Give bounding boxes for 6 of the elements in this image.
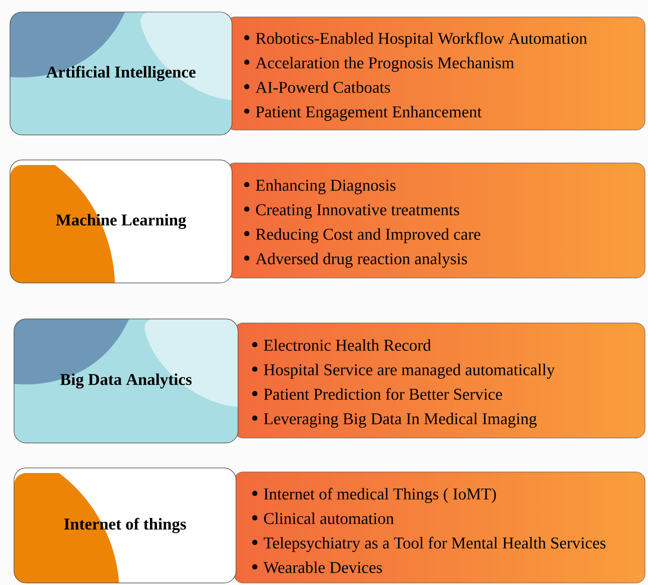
category-box: Artificial Intelligence	[10, 12, 232, 136]
list-box: Enhancing Diagnosis Creating Innovative treatments Reducing Cost and Improved care Adversed drug reaction analysis	[226, 162, 646, 278]
list-box: Electronic Health Record Hospital Service are managed automatically Patient Prediction for Better Service Leveraging Big Data In Medical Imaging	[234, 322, 646, 438]
list-box: Robotics-Enabled Hospital Workflow Automation Accelaration the Prognosis Mechanism AI-Powerd Catboats Patient Engagement Enhancement	[226, 16, 646, 130]
list-box: Internet of medical Things ( IoMT) Clinical automation Telepsychiatry as a Tool for Mental Health Services Wearable Devices	[234, 472, 646, 584]
category-box: Big Data Analytics	[14, 318, 238, 444]
